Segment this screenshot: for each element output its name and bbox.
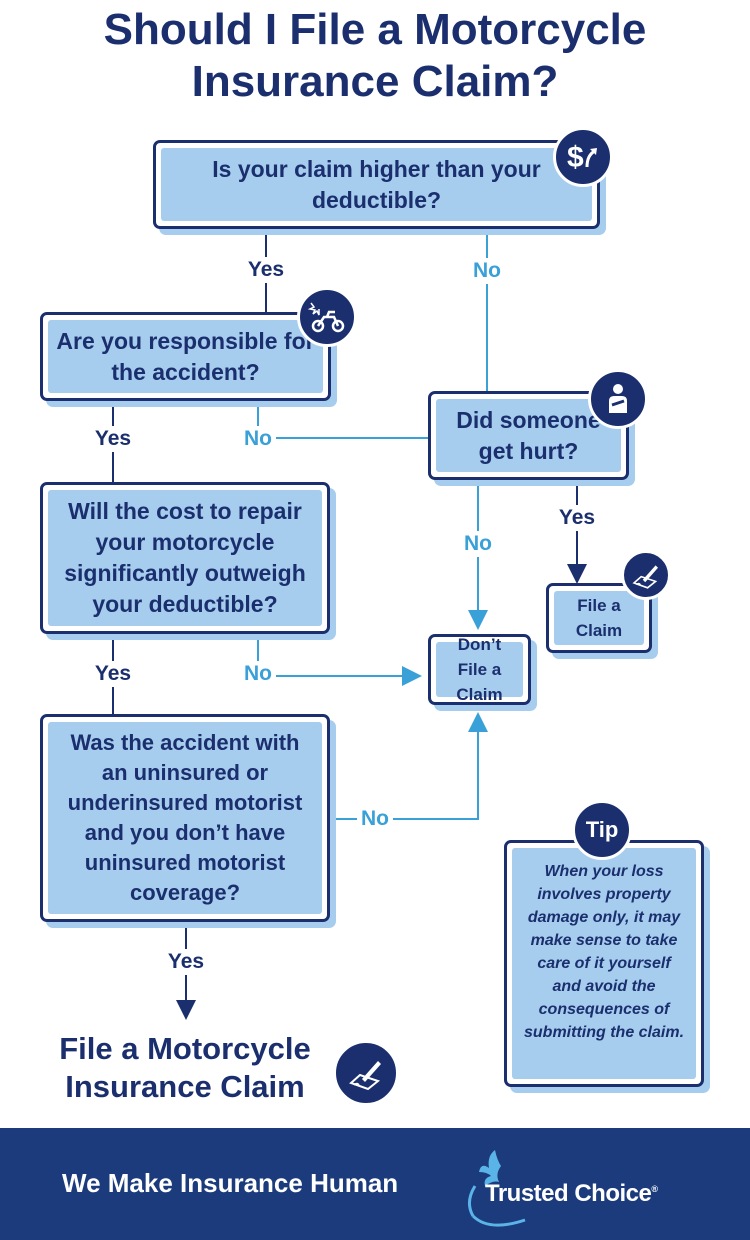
label-q4-yes: Yes xyxy=(90,661,136,687)
connector-q2-no xyxy=(257,400,430,439)
label-q4-no: No xyxy=(240,661,276,687)
footer-banner: We Make Insurance Human Trusted Choice® xyxy=(0,1128,750,1240)
tip-badge: Tip xyxy=(572,800,632,860)
label-q1-no: No xyxy=(469,258,505,284)
dollar-up-icon: $ xyxy=(553,127,613,187)
question-repair-cost: Will the cost to repair your motorcycle … xyxy=(40,482,330,634)
connector-q4-no xyxy=(257,633,422,686)
connector-q5-no xyxy=(330,712,488,820)
outcome-dont-file-claim: Don’t File a Claim xyxy=(428,634,531,705)
trusted-choice-logo: Trusted Choice® xyxy=(465,1142,685,1228)
label-q3-yes: Yes xyxy=(554,505,600,531)
label-q3-no: No xyxy=(460,531,496,557)
outcome-file-claim: File a Claim xyxy=(546,583,652,653)
label-q1-yes: Yes xyxy=(243,257,289,283)
eagle-swoosh-icon xyxy=(468,1150,526,1227)
tip-box: When your loss involves property damage … xyxy=(504,840,704,1087)
question-responsible-for-accident: Are you responsible for the accident? xyxy=(40,312,331,401)
page-title: Should I File a Motorcycle Insurance Cla… xyxy=(103,5,647,106)
brand-name: Trusted Choice® xyxy=(485,1180,658,1207)
signature-pen-icon xyxy=(621,550,671,600)
injured-person-icon xyxy=(588,369,648,429)
signature-pen-icon xyxy=(333,1040,399,1106)
label-q5-yes: Yes xyxy=(163,949,209,975)
question-someone-hurt: Did someone get hurt? xyxy=(428,391,629,480)
svg-text:$: $ xyxy=(567,141,584,174)
footer-tagline: We Make Insurance Human xyxy=(62,1168,399,1198)
final-outcome-file-claim: File a Motorcycle Insurance Claim xyxy=(59,1031,311,1104)
label-q5-no: No xyxy=(357,806,393,832)
tip-text: When your loss involves property damage … xyxy=(524,863,685,1041)
question-claim-vs-deductible: Is your claim higher than your deductibl… xyxy=(153,140,600,229)
motorcycle-crash-icon xyxy=(297,287,357,347)
question-uninsured-motorist: Was the accident with an uninsured or un… xyxy=(40,714,330,922)
label-q2-yes: Yes xyxy=(90,426,136,452)
label-q2-no: No xyxy=(240,426,276,452)
